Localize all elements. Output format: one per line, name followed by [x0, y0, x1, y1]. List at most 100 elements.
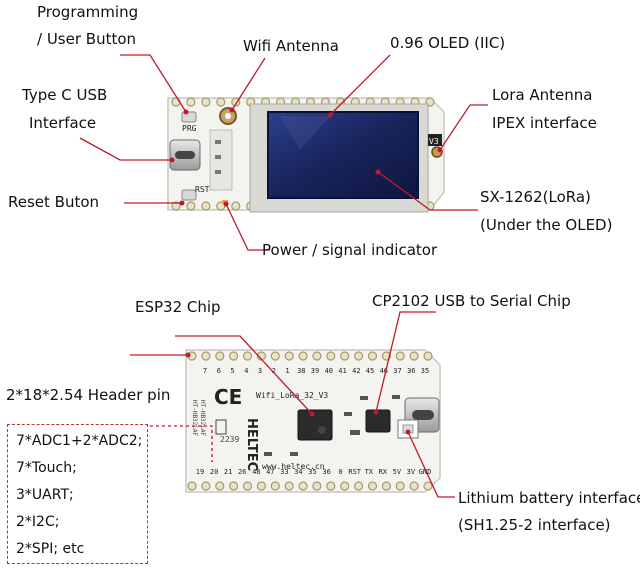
- header-pin: [326, 351, 336, 361]
- pin-label: 42: [352, 367, 360, 375]
- header-pin: [201, 481, 211, 491]
- header-pin: [367, 481, 378, 491]
- header-pin: [381, 481, 391, 491]
- header-pin: [186, 97, 196, 107]
- pin-label: 3V: [407, 468, 416, 476]
- leader-lora: [439, 104, 488, 151]
- header-pin: [201, 97, 211, 107]
- header-pin: [354, 351, 364, 361]
- label-cp2102: CP2102 USB to Serial Chip: [372, 292, 571, 310]
- header-pin: [229, 481, 239, 491]
- label-lithium-line2: (SH1.25-2 interface): [458, 516, 611, 534]
- leader-lithium: [407, 431, 455, 498]
- top-header-pins-upper: [171, 97, 435, 107]
- spec-item: 3*UART;: [16, 487, 74, 503]
- label-power: Power / signal indicator: [262, 241, 438, 259]
- spec-box: 7*ADC1+2*ADC2; 7*Touch; 3*UART; 2*I2C; 2…: [7, 424, 148, 564]
- pin-label: 5V: [393, 468, 402, 476]
- header-pin: [312, 481, 322, 491]
- leader-wifi: [231, 57, 266, 111]
- header-pin: [216, 97, 226, 107]
- header-pin: [229, 351, 239, 361]
- header-pin: [171, 97, 181, 107]
- leader-oled: [329, 54, 391, 116]
- pin-label: 48: [252, 468, 260, 476]
- header-pin: [270, 481, 280, 491]
- pin-label: 40: [325, 367, 333, 375]
- label-typec-line1: Type C USB: [22, 86, 108, 104]
- v3-silkscreen: V3: [429, 137, 439, 146]
- chip-code-silkscreen: 2239: [220, 435, 239, 444]
- leader-typec: [79, 137, 172, 161]
- pin-label: 7: [203, 367, 207, 375]
- pin-label: 20: [210, 468, 218, 476]
- pin-label: 41: [338, 367, 346, 375]
- header-pin: [215, 351, 225, 361]
- ht-code-1: HT-HB32LAF: [191, 400, 198, 437]
- label-lithium-line1: Lithium battery interface: [458, 489, 640, 507]
- header-pin: [409, 351, 419, 361]
- spec-item: 2*I2C;: [16, 514, 60, 530]
- pin-label: 2: [272, 367, 276, 375]
- pin-label: 38: [297, 367, 305, 375]
- rst-silkscreen: RST: [195, 185, 210, 194]
- prg-silkscreen: PRG: [182, 124, 197, 133]
- leader-dots: [169, 107, 443, 435]
- brand-silkscreen: HELTEC: [244, 418, 259, 471]
- pin-label: 26: [238, 468, 246, 476]
- pin-label: GND: [419, 468, 432, 476]
- pin-label: 1: [285, 367, 289, 375]
- bottom-header-pins-upper: [187, 351, 433, 361]
- header-pin: [340, 351, 350, 361]
- spec-item: 2*SPI; etc: [16, 541, 85, 557]
- ht-code-2: HT-HB32LAF: [199, 400, 206, 437]
- header-pin: [326, 481, 336, 491]
- leader-sx: [377, 171, 478, 211]
- header-pin: [354, 481, 364, 491]
- bottom-header-pins-lower: [187, 481, 433, 491]
- pin-label: 47: [266, 468, 274, 476]
- header-pin: [284, 481, 294, 491]
- pin-label: 46: [380, 367, 388, 375]
- header-pin: [423, 351, 433, 361]
- bottom-board: CE: [185, 349, 441, 493]
- label-typec-line2: Interface: [29, 114, 97, 132]
- header-pin: [242, 481, 253, 491]
- pin-label: 36: [407, 367, 415, 375]
- header-pin: [187, 481, 197, 491]
- pin-label: 33: [280, 468, 288, 476]
- header-pin: [171, 201, 181, 211]
- rst-button: [181, 189, 197, 201]
- header-pin: [298, 481, 308, 491]
- label-sx-line1: SX-1262(LoRa): [480, 188, 591, 206]
- header-pin: [242, 351, 253, 361]
- header-pin: [231, 201, 241, 211]
- cp2102-chip: [365, 409, 391, 433]
- header-pin: [367, 351, 378, 361]
- label-lora-line1: Lora Antenna: [492, 86, 593, 104]
- label-sx-line2: (Under the OLED): [480, 216, 613, 234]
- oled-screen: [267, 111, 419, 199]
- header-pin: [201, 201, 211, 211]
- pin-label: 5: [230, 367, 234, 375]
- header-pin: [215, 481, 225, 491]
- header-pin: [340, 481, 350, 491]
- label-reset: Reset Buton: [8, 193, 100, 211]
- pin-label: 39: [311, 367, 319, 375]
- pin-label: 37: [393, 367, 401, 375]
- leader-programming: [120, 54, 187, 113]
- top-board: [167, 97, 445, 213]
- header-pin: [409, 481, 419, 491]
- spec-item: 7*ADC1+2*ADC2;: [16, 433, 143, 449]
- label-esp32: ESP32 Chip: [135, 298, 221, 316]
- pin-label: 35: [308, 468, 316, 476]
- leader-power: [225, 203, 270, 251]
- leader-cp2102: [375, 311, 436, 413]
- url-silkscreen: www.heltec.cn: [262, 462, 325, 471]
- pin-label: 35: [421, 367, 429, 375]
- label-header-pin: 2*18*2.54 Header pin: [6, 386, 171, 404]
- pin-label: 0: [338, 468, 342, 476]
